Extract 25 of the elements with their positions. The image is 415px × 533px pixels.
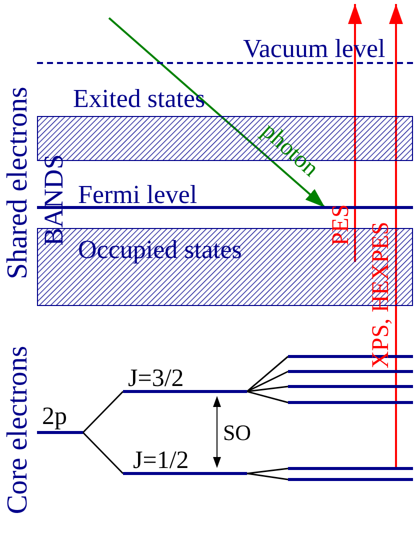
splitting-line <box>82 390 124 434</box>
level-label: J=3/2 <box>128 366 184 391</box>
edge-label: PES <box>329 204 353 246</box>
axis-label: BANDS <box>40 154 68 246</box>
axis-label: Core electrons <box>4 346 32 514</box>
energy-sublevel-line <box>288 401 413 404</box>
energy-sublevel-line <box>288 467 413 470</box>
dimension-label: SO <box>222 422 252 444</box>
edge-label: XPS, HEXPES <box>369 222 393 368</box>
splitting-line <box>246 370 288 392</box>
level-label: Exited states <box>73 86 206 112</box>
splitting-line <box>246 386 288 392</box>
level-label: Fermi level <box>78 182 198 208</box>
energy-sublevel-line <box>288 478 413 481</box>
splitting-line <box>82 432 124 474</box>
axis-label: Shared electrons <box>4 86 32 280</box>
vacuum-level-line <box>37 36 413 64</box>
energy-sublevel-line <box>288 370 413 373</box>
splitting-line <box>246 390 288 404</box>
level-label: 2p <box>42 404 67 429</box>
splitting-line <box>246 356 288 392</box>
energy-sublevel-line <box>288 385 413 388</box>
level-label: J=1/2 <box>133 448 189 473</box>
splitting-line <box>246 468 288 474</box>
splitting-line <box>246 472 288 480</box>
